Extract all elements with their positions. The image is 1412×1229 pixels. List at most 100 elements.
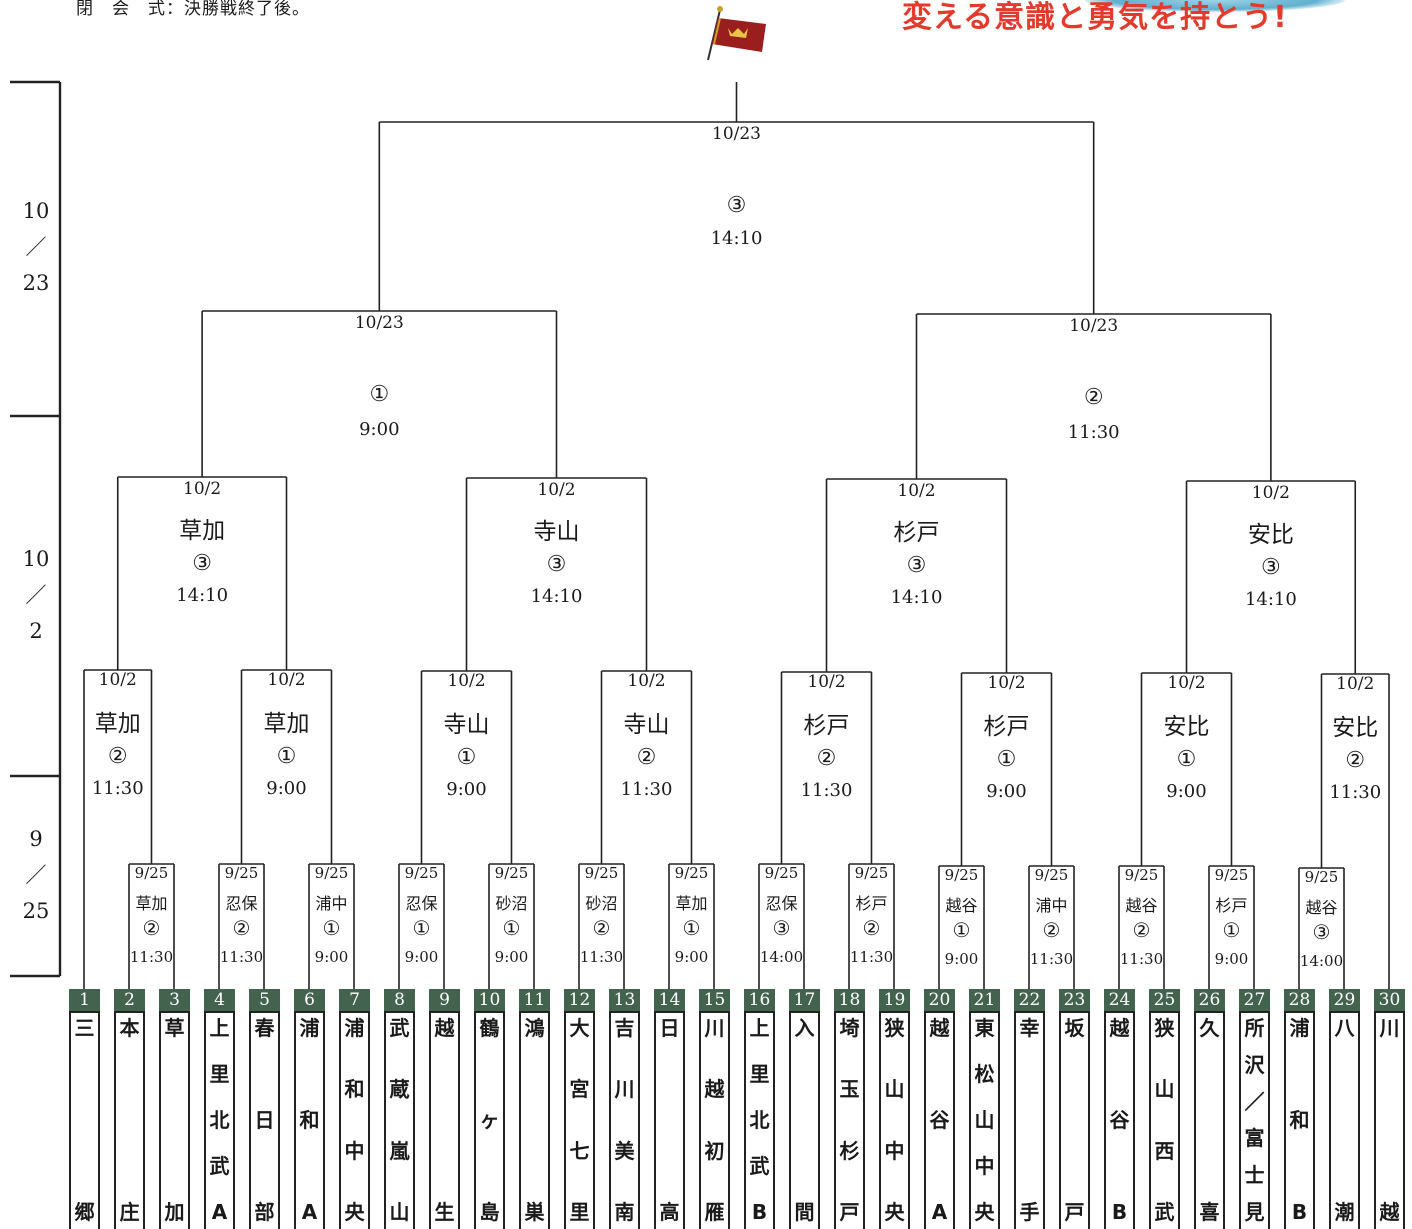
team-seed-number: 19	[879, 989, 910, 1011]
team-seed-number: 21	[969, 989, 1000, 1011]
team-seed-number: 9	[429, 989, 460, 1011]
team-seed-number: 17	[789, 989, 820, 1011]
team-name-char: 庄	[119, 1200, 140, 1224]
team-name-char: B	[1291, 1200, 1308, 1224]
team-name: 三郷	[71, 1017, 98, 1223]
match-venue: 安比	[1163, 714, 1210, 740]
team-name-char: 上	[209, 1016, 230, 1040]
match-venue: 越谷	[1305, 898, 1338, 917]
team-seed-number: 25	[1149, 989, 1180, 1011]
match-venue: 忍保	[225, 894, 258, 913]
team-name-char: 越	[1109, 1016, 1130, 1040]
team-name-char: 武	[389, 1016, 410, 1040]
team-seed-number: 24	[1104, 989, 1135, 1011]
team-name-char: 七	[569, 1138, 590, 1163]
team-name: 鶴ヶ島	[476, 1017, 503, 1223]
match-date: 9/25	[224, 864, 259, 882]
match-number: ①	[952, 918, 971, 942]
team-seed-number: 30	[1374, 989, 1405, 1011]
team-name-char: 上	[749, 1016, 770, 1040]
team-name: 埼玉杉戸	[836, 1017, 863, 1223]
date-second-day: 10 ／ 2	[14, 541, 58, 649]
match-time: 11:30	[129, 948, 174, 966]
team-name: 越生	[431, 1017, 458, 1223]
team-name-char: 鴻	[524, 1016, 545, 1040]
match-number: ②	[232, 916, 251, 940]
team-name-box: 鶴ヶ島	[474, 1011, 505, 1229]
match-number: ①	[682, 916, 701, 940]
team-seed-number: 26	[1194, 989, 1225, 1011]
team-name-char: 坂	[1064, 1016, 1085, 1040]
team-name-char: 潮	[1334, 1200, 1355, 1224]
match-number: ①	[1176, 747, 1197, 772]
team-name-char: 浦	[1289, 1016, 1310, 1040]
team-name-char: 山	[1154, 1077, 1175, 1102]
match-time: 14:10	[710, 228, 763, 249]
team-name-char: 杉	[839, 1138, 860, 1163]
match-time: 14:00	[759, 948, 804, 966]
team-name-char: 玉	[839, 1077, 860, 1102]
date-first-day: 9 ／ 25	[14, 821, 58, 929]
team-seed-number: 3	[159, 989, 190, 1011]
team-seed-number: 20	[924, 989, 955, 1011]
match-date: 9/25	[764, 864, 799, 882]
team-name-char: 士	[1244, 1163, 1265, 1188]
team-name-char: 央	[974, 1200, 995, 1224]
team-name: 狭山中央	[881, 1017, 908, 1223]
team-name-char: 戸	[839, 1199, 860, 1224]
match-venue: 杉戸	[803, 713, 850, 739]
team-name-char: 巣	[524, 1200, 545, 1224]
team-name-box: 越生	[429, 1011, 460, 1229]
match-time: 11:30	[579, 948, 624, 966]
team-name-box: 東松山中央	[969, 1011, 1000, 1229]
team-name-char: B	[751, 1200, 768, 1224]
match-venue: 草加	[675, 894, 708, 913]
team-name-char: 松	[974, 1062, 995, 1086]
team-name-char: 蔵	[389, 1077, 410, 1102]
match-date: 9/25	[1304, 868, 1339, 886]
team-name-box: 春日部	[249, 1011, 280, 1229]
match-venue: 杉戸	[983, 714, 1030, 740]
match-time: 11:30	[1119, 950, 1164, 968]
team-seed-number: 12	[564, 989, 595, 1011]
team-name-char: 島	[479, 1200, 500, 1224]
team-name-char: 里	[749, 1062, 770, 1086]
team-name: 坂戸	[1061, 1017, 1088, 1223]
match-number: ②	[636, 745, 657, 770]
flag-icon	[707, 6, 766, 61]
team-name-char: 越	[434, 1016, 455, 1040]
match-venue: 草加	[179, 518, 226, 544]
team-name-box: 本庄	[114, 1011, 145, 1229]
match-date: 9/25	[854, 864, 889, 882]
date-final-day-line: 23	[22, 271, 50, 295]
closing-ceremony-note: 閉 会 式：決勝戦終了後。	[76, 0, 310, 19]
match-time: 14:10	[890, 587, 943, 608]
match-time: 14:10	[530, 586, 583, 607]
match-venue: 杉戸	[893, 520, 940, 546]
team-name-box: 草加	[159, 1011, 190, 1229]
team-name: 武蔵嵐山	[386, 1017, 413, 1223]
match-number: ②	[816, 746, 837, 771]
team-name-char: 川	[1379, 1016, 1400, 1040]
date-final-day: 10 ／ 23	[14, 193, 58, 301]
match-number: ②	[1132, 918, 1151, 942]
match-number: ②	[1083, 385, 1104, 410]
match-date: 10/23	[354, 313, 404, 333]
team-name-char: 幸	[1019, 1016, 1040, 1040]
team-name: 所沢／富士見	[1241, 1017, 1268, 1223]
team-name-char: 東	[974, 1016, 995, 1040]
